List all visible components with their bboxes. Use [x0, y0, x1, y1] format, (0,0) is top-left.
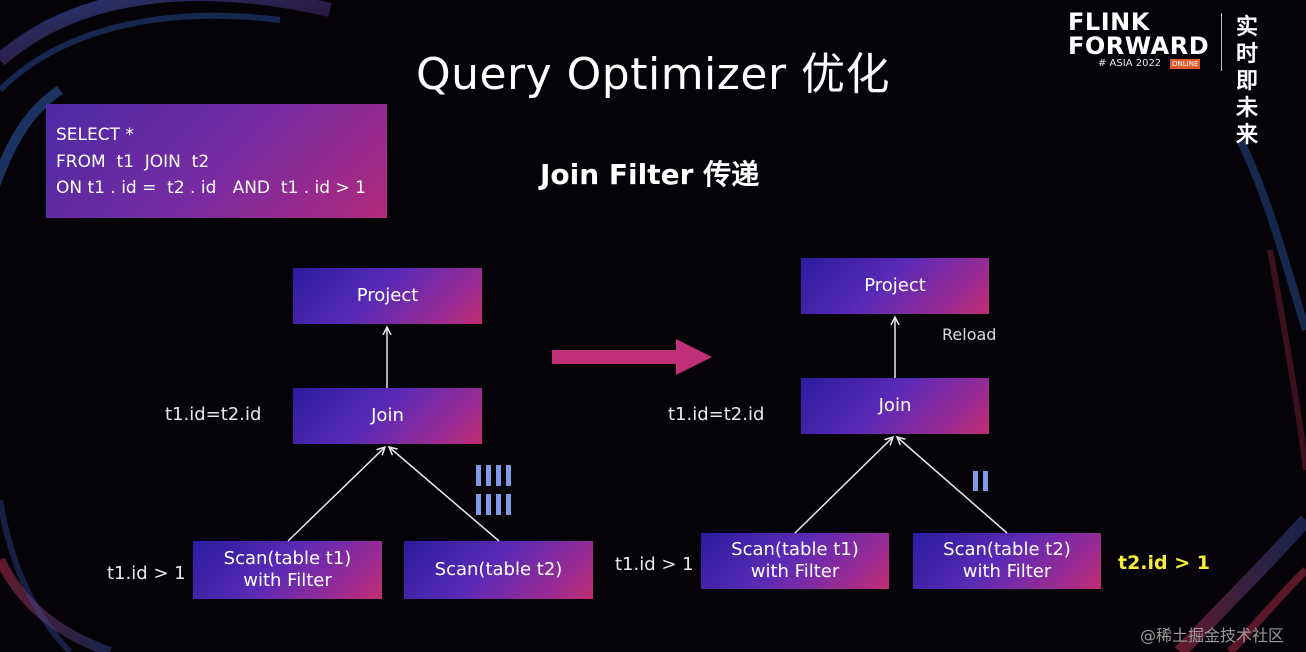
logo-cn: 实时即 未来	[1236, 14, 1276, 149]
right-scan-t1-line2: with Filter	[750, 561, 840, 582]
flink-forward-logo: FLINK FORWARD # ASIA 2022 ONLINE 实时即 未来	[1068, 8, 1300, 148]
sql-line-1: SELECT *	[56, 125, 134, 145]
right-scan-t1-filter: t1.id > 1	[615, 554, 694, 575]
right-scan-t1-line1: Scan(table t1)	[731, 539, 859, 560]
right-join-condition: t1.id=t2.id	[668, 404, 765, 425]
logo-cn-line2: 未来	[1236, 96, 1259, 148]
left-project-label: Project	[356, 285, 419, 306]
left-scan-t1-line1: Scan(table t1)	[223, 548, 352, 569]
right-scan-t2-line2: with Filter	[962, 561, 1052, 582]
right-scan-t2-filter: t2.id > 1	[1118, 552, 1211, 574]
left-join-label: Join	[371, 405, 404, 426]
right-join-node: Join	[801, 378, 989, 434]
logo-badge: ONLINE	[1170, 59, 1201, 69]
logo-line1: FLINK	[1068, 8, 1150, 36]
logo-line2: FORWARD	[1068, 32, 1210, 60]
left-scan-t2-label: Scan(table t2)	[434, 559, 563, 580]
slide-subtitle: Join Filter 传递	[540, 158, 760, 191]
right-scan-t1-node: Scan(table t1) with Filter	[701, 533, 889, 589]
logo-event: # ASIA 2022	[1098, 58, 1162, 69]
right-reload-label: Reload	[942, 325, 997, 344]
sql-line-3: ON t1 . id = t2 . id AND t1 . id > 1	[56, 178, 366, 198]
left-join-node: Join	[293, 388, 482, 444]
left-scan-t1-filter: t1.id > 1	[107, 563, 186, 584]
left-scan-t1-line2: with Filter	[243, 570, 332, 591]
left-join-condition: t1.id=t2.id	[165, 404, 262, 425]
right-join-label: Join	[878, 395, 912, 416]
logo-divider	[1221, 13, 1222, 71]
left-project-node: Project	[293, 268, 482, 324]
sql-line-2: FROM t1 JOIN t2	[56, 151, 210, 172]
right-scan-t2-node: Scan(table t2) with Filter	[913, 533, 1101, 589]
left-scan-t2-node: Scan(table t2)	[404, 541, 593, 599]
right-project-node: Project	[801, 258, 989, 314]
watermark: @稀土掘金技术社区	[1140, 626, 1285, 645]
right-project-label: Project	[864, 275, 926, 296]
slide-title: Query Optimizer 优化	[415, 49, 891, 100]
left-scan-t1-node: Scan(table t1) with Filter	[193, 541, 382, 599]
logo-cn-line1: 实时即	[1236, 15, 1259, 94]
right-scan-t2-line1: Scan(table t2)	[943, 539, 1071, 560]
sql-query-box: SELECT * FROM t1 JOIN t2 ON t1 . id = t2…	[46, 104, 387, 218]
